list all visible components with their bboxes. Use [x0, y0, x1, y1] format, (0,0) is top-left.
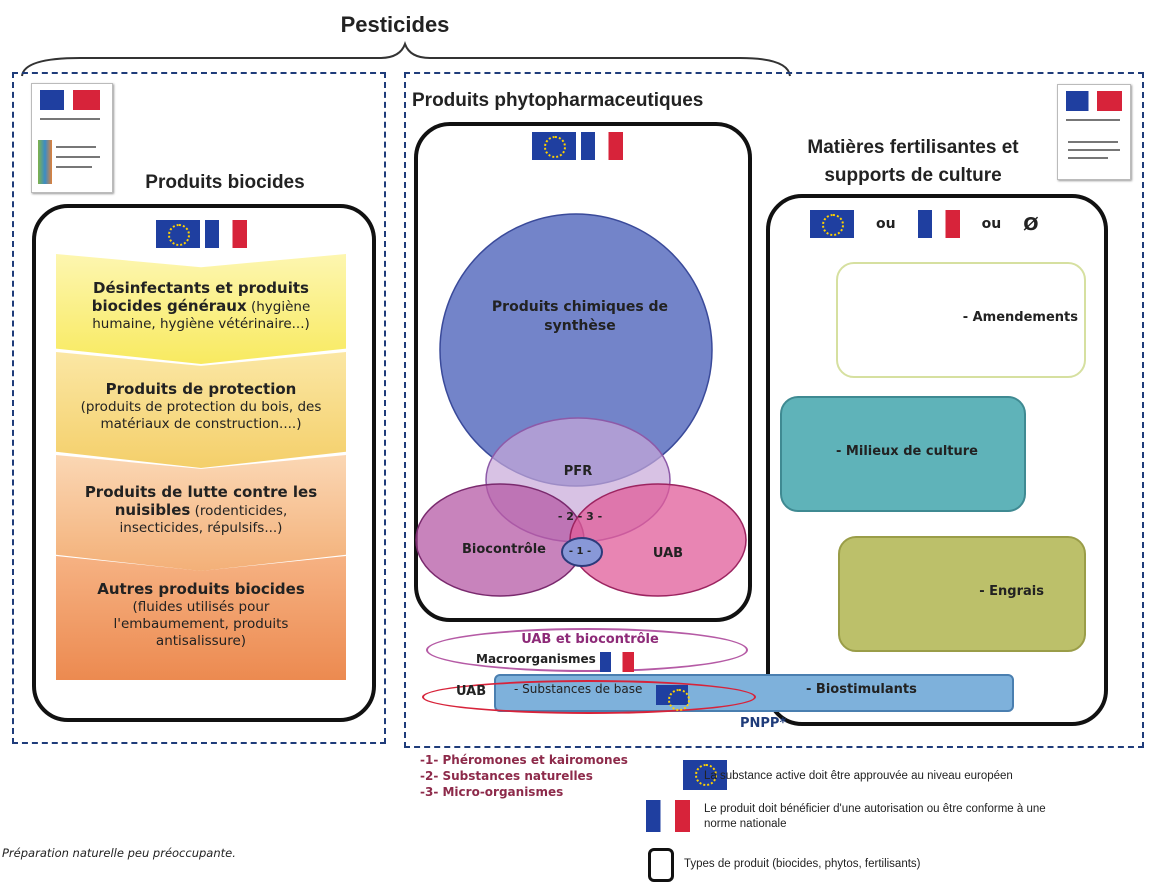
uab-ellipse	[569, 483, 747, 597]
legend-eu-flag-icon	[683, 760, 728, 790]
substances-base-label: - Substances de base	[514, 682, 643, 696]
chevron-nuisibles-bold: Produits de lutte contre les nuisibles	[84, 482, 318, 519]
biocides-flags	[156, 220, 248, 248]
uab-label: UAB	[652, 546, 684, 561]
phyto-venn	[415, 213, 747, 597]
chem-label: Produits chimiques de synthèse	[491, 299, 669, 334]
eu-flag-icon	[656, 685, 690, 711]
pesticides-brace	[21, 41, 791, 77]
phyto-title: Produits phytopharmaceutiques	[412, 90, 704, 111]
chevron-nuisibles: Produits de lutte contre les nuisibles (…	[56, 455, 346, 571]
uab-biocontrole-label: UAB et biocontrôle	[521, 632, 659, 647]
legend-eu-text: La substance active doit être approuvée …	[704, 770, 1013, 782]
macroorganismes-label: Macroorganismes	[476, 652, 596, 666]
chevron-protection-rest: (produits de protection du bois, des mat…	[80, 399, 322, 432]
chevron-desinfectants: Désinfectants et produits biocides génér…	[56, 254, 346, 364]
legend-box-icon	[648, 848, 674, 882]
fr-flag-icon	[917, 210, 960, 238]
fr-flag-icon	[205, 220, 248, 248]
chevron-desinfectants-bold: Désinfectants et produits biocides génér…	[91, 278, 309, 315]
ou-text-1: ou	[876, 216, 896, 232]
footnote: Préparation naturelle peu préoccupante.	[2, 846, 236, 860]
phyto-flags	[532, 132, 624, 160]
page-title: Pesticides	[340, 12, 450, 37]
uab-bottom-label: UAB	[456, 684, 487, 699]
fr-flag-icon	[581, 132, 624, 160]
ministry-agriculture-logo	[1057, 84, 1131, 180]
biocides-box	[32, 204, 376, 722]
numbered-list: -1- Phéromones et kairomones -2- Substan…	[420, 752, 628, 800]
overlap-1-ellipse	[561, 537, 603, 567]
eu-flag-icon	[156, 220, 200, 248]
ministry-logo	[31, 83, 113, 193]
eu-flag-icon	[532, 132, 576, 160]
fertilisants-flags: ou ou Ø	[810, 210, 1039, 238]
biostimulants-label: - Biostimulants	[806, 682, 917, 697]
fertilisants-title-line2: supports de culture	[824, 165, 1002, 186]
chevron-protection: Produits de protection (produits de prot…	[56, 352, 346, 468]
chevron-nuisibles-rest: (rodenticides, insecticides, répulsifs..…	[119, 502, 288, 536]
engrais-box: - Engrais	[838, 536, 1086, 652]
overlap-23-label: - 2 - 3 -	[557, 510, 603, 523]
legend-box-text: Types de produit (biocides, phytos, fert…	[684, 858, 921, 870]
legend-fr-line1: Le produit doit bénéficier d'une autoris…	[704, 803, 1046, 815]
engrais-label: - Engrais	[979, 584, 1044, 599]
amendements-box: - Amendements	[836, 262, 1086, 378]
chevron-autres-rest: (fluides utilisés pour l'embaumement, pr…	[113, 598, 289, 649]
legend-fr-flag-icon	[646, 800, 690, 832]
chevron-autres: Autres produits biocides (fluides utilis…	[56, 556, 346, 680]
fertilisants-title-line1: Matières fertilisantes et	[807, 137, 1019, 158]
fertilisants-box	[766, 194, 1108, 726]
milieux-label: - Milieux de culture	[836, 444, 978, 459]
fr-flag-icon	[600, 652, 634, 672]
amendements-label: - Amendements	[962, 310, 1078, 325]
legend-fr-text: Le produit doit bénéficier d'une autoris…	[704, 802, 1046, 832]
legend-fr-line2: norme nationale	[704, 818, 787, 830]
biocontrole-ellipse	[415, 483, 585, 597]
none-symbol: Ø	[1023, 213, 1039, 235]
fertilisants-title: Matières fertilisantes et supports de cu…	[768, 134, 1058, 190]
chevron-protection-bold: Produits de protection	[105, 380, 297, 398]
numbered-item-3: -3- Micro-organismes	[420, 785, 564, 799]
ou-text-2: ou	[981, 216, 1002, 232]
uab-ellipse-bottom	[422, 680, 756, 714]
chevron-autres-bold: Autres produits biocides	[97, 579, 305, 598]
pfr-label: PFR	[563, 464, 593, 479]
biocides-title: Produits biocides	[145, 172, 305, 193]
overlap-1-label: - 1 -	[568, 546, 592, 557]
numbered-item-1: -1- Phéromones et kairomones	[420, 753, 628, 767]
eu-flag-icon	[810, 210, 854, 238]
pnpp-label: PNPP*	[740, 716, 787, 731]
numbered-item-2: -2- Substances naturelles	[420, 769, 593, 783]
biocontrole-label: Biocontrôle	[461, 542, 547, 557]
phyto-fertilisants-region	[404, 72, 1144, 748]
phyto-box	[414, 122, 752, 622]
biocides-region	[12, 72, 386, 744]
uab-biocontrole-ellipse	[426, 628, 748, 672]
milieux-box: - Milieux de culture	[780, 396, 1026, 512]
chevron-desinfectants-rest: (hygiène humaine, hygiène vétérinaire...…	[92, 298, 311, 332]
